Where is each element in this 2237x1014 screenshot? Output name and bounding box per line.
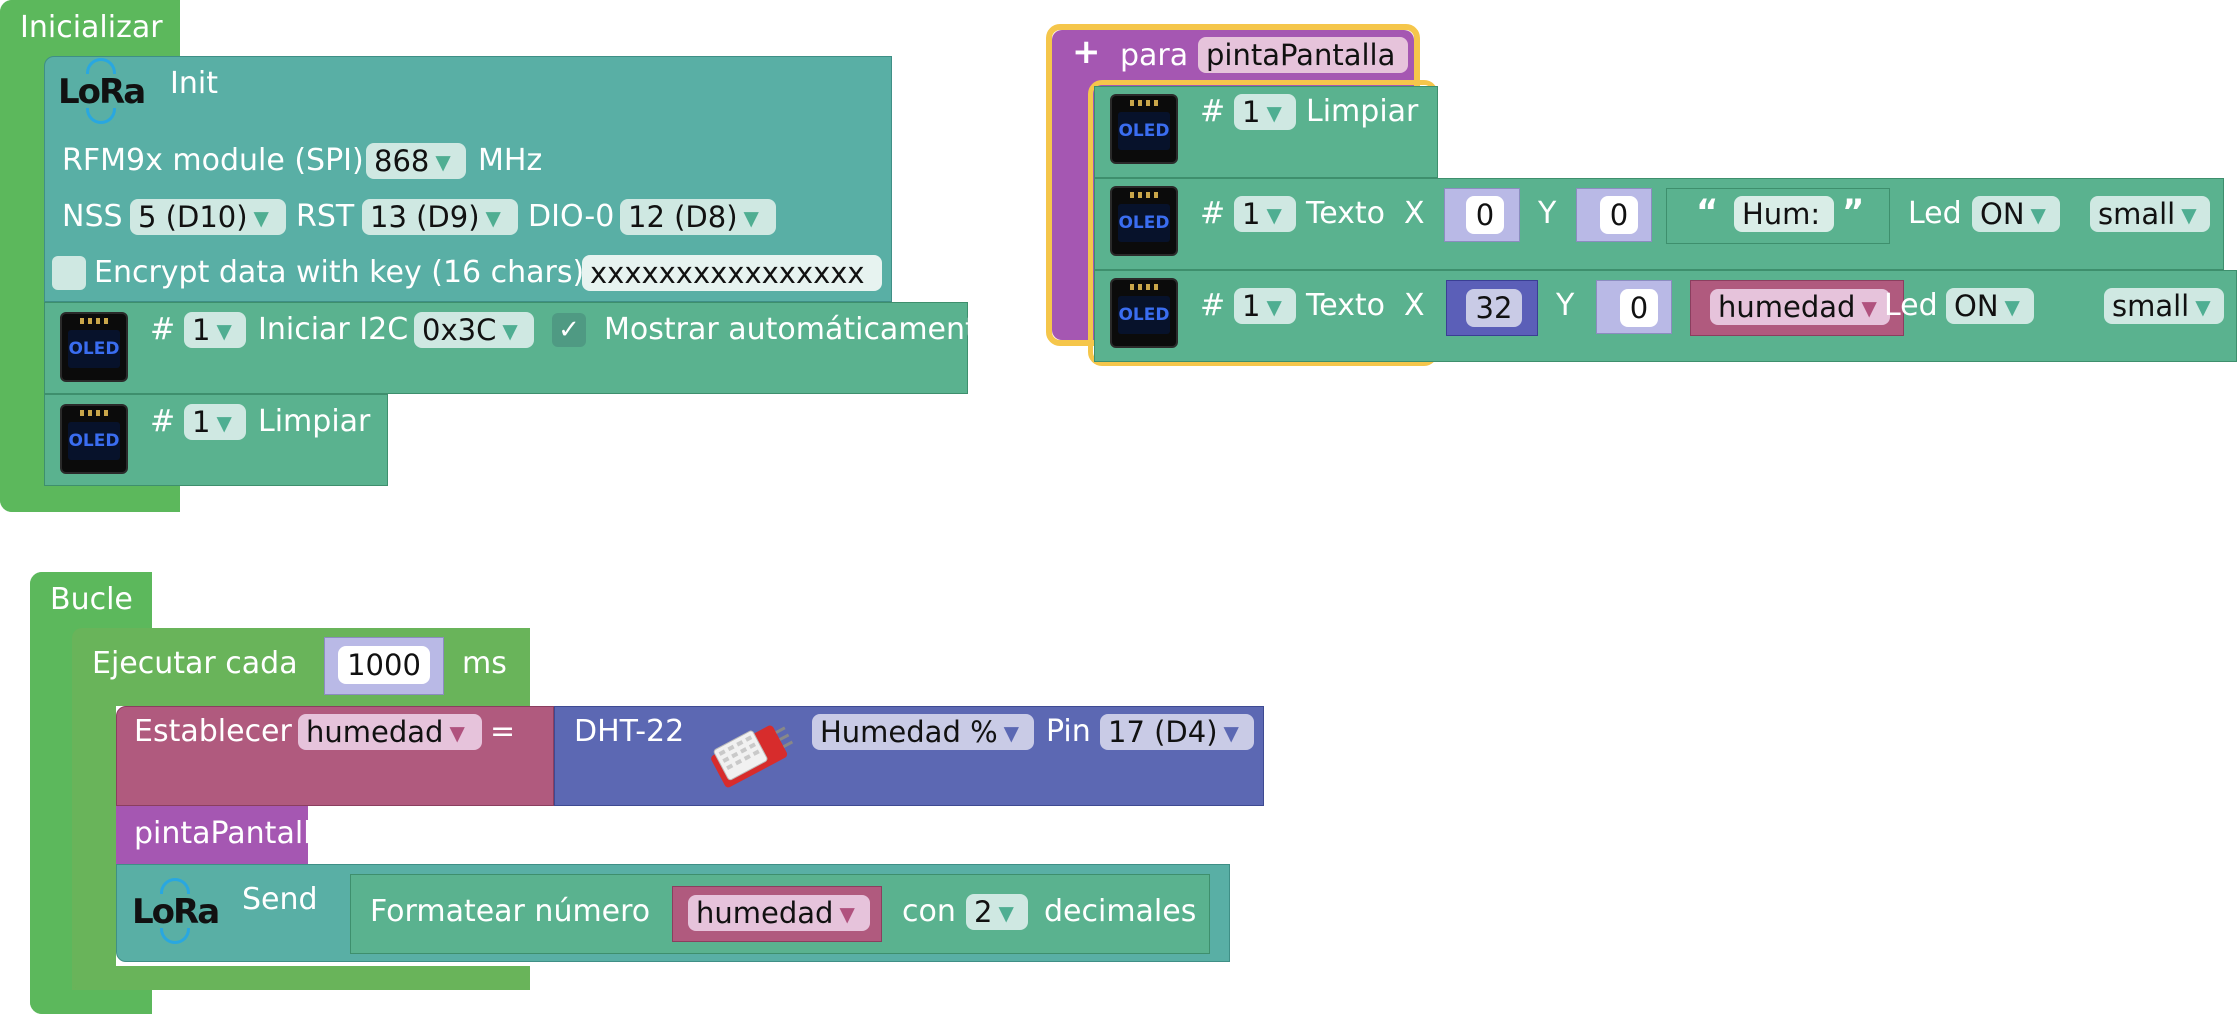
oled-hash-label: #	[1200, 196, 1226, 231]
frequency-dropdown[interactable]: 868▼	[366, 143, 466, 179]
dht-label: DHT-22	[574, 714, 685, 749]
decimals-dropdown[interactable]: 2▼	[966, 894, 1028, 930]
send-label: Send	[242, 882, 318, 917]
con-label: con	[902, 894, 956, 929]
variable-dropdown[interactable]: humedad▼	[688, 895, 870, 931]
led-dropdown[interactable]: ON▼	[1946, 288, 2034, 324]
oled-index-dropdown[interactable]: 1▼	[1234, 288, 1296, 324]
dio-label: DIO-0	[528, 199, 615, 234]
bucle-label: Bucle	[50, 582, 133, 617]
nss-label: NSS	[62, 199, 123, 234]
oled-icon: OLED	[60, 404, 128, 474]
encrypt-checkbox[interactable]	[52, 256, 86, 290]
set-label: Establecer	[134, 714, 292, 749]
auto-show-checkbox[interactable]: ✓	[552, 313, 586, 347]
freq-unit-label: MHz	[478, 143, 543, 178]
led-label: Led	[1908, 196, 1962, 231]
oled-hash-label: #	[1200, 94, 1226, 129]
inicializar-label: Inicializar	[20, 10, 163, 45]
nss-dropdown[interactable]: 5 (D10)▼	[130, 199, 286, 235]
oled-icon: OLED	[60, 312, 128, 382]
format-number-label: Formatear número	[370, 894, 651, 929]
inicializar-footer	[0, 488, 180, 512]
lora-icon: LoRa	[130, 878, 224, 944]
oled-hash-label: #	[150, 404, 176, 439]
y-number-field[interactable]: 0	[1620, 289, 1658, 327]
led-label: Led	[1884, 288, 1938, 323]
every-spine	[72, 706, 116, 990]
encrypt-label: Encrypt data with key (16 chars)	[94, 255, 585, 290]
variable-dropdown[interactable]: humedad▼	[1710, 289, 1890, 325]
every-number-field[interactable]: 1000	[338, 646, 430, 684]
y-label: Y	[1538, 196, 1557, 231]
every-label: Ejecutar cada	[92, 646, 298, 681]
dio-dropdown[interactable]: 12 (D8)▼	[620, 199, 776, 235]
every-footer	[72, 966, 172, 990]
encrypt-key-field[interactable]: xxxxxxxxxxxxxxxx	[582, 255, 882, 291]
limpiar-label: Limpiar	[258, 404, 371, 439]
pin-dropdown[interactable]: 17 (D4)▼	[1100, 714, 1254, 750]
x-label: X	[1404, 288, 1425, 323]
texto-label: Texto	[1306, 288, 1386, 323]
oled-index-dropdown[interactable]: 1▼	[184, 312, 246, 348]
lora-init-title: Init	[170, 66, 218, 101]
measure-dropdown[interactable]: Humedad %▼	[812, 714, 1034, 750]
every-unit-label: ms	[462, 646, 507, 681]
oled-index-dropdown[interactable]: 1▼	[184, 404, 246, 440]
size-dropdown[interactable]: small▼	[2104, 288, 2224, 324]
oled-index-dropdown[interactable]: 1▼	[1234, 196, 1296, 232]
x-number-field[interactable]: 32	[1466, 289, 1522, 327]
iniciar-i2c-label: Iniciar I2C	[258, 312, 409, 347]
oled-hash-label: #	[150, 312, 176, 347]
equals-label: =	[490, 714, 516, 749]
auto-show-label: Mostrar automáticamente	[604, 312, 996, 347]
x-label: X	[1404, 196, 1425, 231]
call-function-label: pintaPantalla	[134, 816, 330, 851]
module-label: RFM9x module (SPI)	[62, 143, 364, 178]
y-number-field[interactable]: 0	[1600, 196, 1638, 234]
rst-label: RST	[296, 199, 355, 234]
set-variable-dropdown[interactable]: humedad▼	[298, 714, 482, 750]
function-name-field[interactable]: pintaPantalla	[1198, 37, 1408, 73]
call-function-block[interactable]	[116, 806, 308, 864]
para-label: para	[1120, 38, 1189, 73]
dht-sensor-icon	[704, 716, 796, 788]
decimals-label: decimales	[1044, 894, 1197, 929]
led-dropdown[interactable]: ON▼	[1972, 196, 2060, 232]
oled-icon: OLED	[1110, 94, 1178, 164]
oled-hash-label: #	[1200, 288, 1226, 323]
bucle-header	[30, 572, 152, 628]
oled-index-dropdown[interactable]: 1▼	[1234, 94, 1296, 130]
x-number-field[interactable]: 0	[1466, 196, 1504, 234]
i2c-address-dropdown[interactable]: 0x3C▼	[414, 312, 534, 348]
quote-close-icon: ”	[1842, 192, 1865, 232]
inicializar-header	[0, 0, 180, 56]
mutator-plus-icon[interactable]: +	[1072, 32, 1101, 72]
oled-icon: OLED	[1110, 186, 1178, 256]
pin-label: Pin	[1046, 714, 1091, 749]
y-label: Y	[1556, 288, 1575, 323]
lora-icon: LoRa	[56, 58, 150, 124]
text-string-field[interactable]: Hum:	[1734, 196, 1834, 232]
quote-open-icon: “	[1696, 192, 1719, 232]
limpiar-label: Limpiar	[1306, 94, 1419, 129]
rst-dropdown[interactable]: 13 (D9)▼	[362, 199, 518, 235]
oled-icon: OLED	[1110, 278, 1178, 348]
texto-label: Texto	[1306, 196, 1386, 231]
bucle-footer	[30, 990, 152, 1014]
size-dropdown[interactable]: small▼	[2090, 196, 2210, 232]
